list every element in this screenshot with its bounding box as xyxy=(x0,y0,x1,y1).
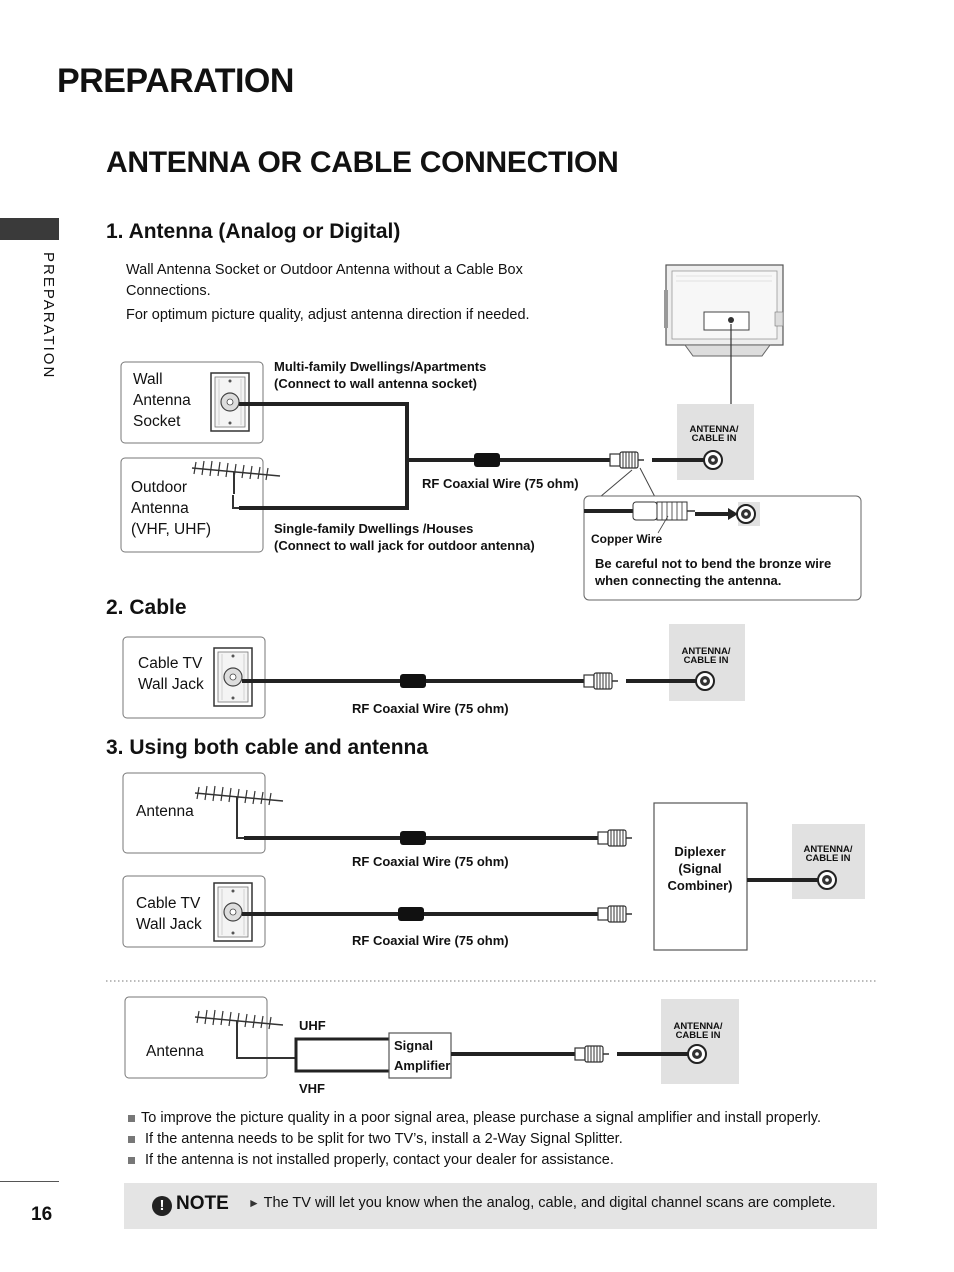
tips-list: To improve the picture quality in a poor… xyxy=(128,1108,821,1171)
section3-cable-label-2: Wall Jack xyxy=(136,916,202,933)
note-label: NOTE xyxy=(176,1193,229,1214)
list-item: If the antenna needs to be split for two… xyxy=(128,1129,821,1150)
section1-jack-label-1: ANTENNA/ xyxy=(689,424,739,435)
wall-socket-label-1: Wall xyxy=(133,371,163,388)
uhf-label: UHF xyxy=(299,1018,326,1033)
list-item: To improve the picture quality in a poor… xyxy=(128,1108,821,1129)
list-item: If the antenna is not installed properly… xyxy=(128,1150,821,1171)
bullet-icon xyxy=(128,1114,135,1122)
amplifier-antenna-label: Antenna xyxy=(146,1043,204,1060)
side-tab-label: PREPARATION xyxy=(40,252,57,380)
page-number-rule xyxy=(0,1181,59,1182)
outdoor-label-1: Outdoor xyxy=(131,479,188,496)
chapter-title: PREPARATION xyxy=(57,62,294,100)
section1-heading: 1. Antenna (Analog or Digital) xyxy=(106,220,401,243)
vhf-label: VHF xyxy=(299,1081,325,1096)
diplexer-label-1: Diplexer xyxy=(674,844,726,859)
section3-antenna-label: Antenna xyxy=(136,803,194,820)
section3-jack-label-2: CABLE IN xyxy=(805,853,851,864)
diplexer-label-3: Combiner) xyxy=(667,878,733,893)
note-text: ► The TV will let you know when the anal… xyxy=(248,1195,836,1211)
section3-wire-label-2: RF Coaxial Wire (75 ohm) xyxy=(352,933,509,948)
section1-jack-label-2: CABLE IN xyxy=(691,433,737,444)
caution-line-1: Be careful not to bend the bronze wire xyxy=(595,556,832,571)
section1-wire-label: RF Coaxial Wire (75 ohm) xyxy=(422,476,579,491)
side-tab-marker xyxy=(0,218,59,240)
multi-family-note: (Connect to wall antenna socket) xyxy=(274,376,477,391)
cable-jack-label-2: Wall Jack xyxy=(138,676,204,693)
caution-line-2: when connecting the antenna. xyxy=(595,573,782,588)
alert-icon: ! xyxy=(152,1196,172,1216)
amplifier-label-2: Amplifier xyxy=(394,1058,451,1073)
diplexer-label-2: (Signal xyxy=(678,861,722,876)
section3-wire-label-1: RF Coaxial Wire (75 ohm) xyxy=(352,854,509,869)
bullet-icon xyxy=(128,1156,135,1164)
bullet-icon xyxy=(128,1135,135,1143)
section2-wire-label: RF Coaxial Wire (75 ohm) xyxy=(352,701,509,716)
page-title: ANTENNA OR CABLE CONNECTION xyxy=(106,146,619,179)
section2-jack-label-1: ANTENNA/ xyxy=(681,646,731,657)
multi-family-label: Multi-family Dwellings/Apartments xyxy=(274,359,487,374)
single-family-note: (Connect to wall jack for outdoor antenn… xyxy=(274,538,535,553)
wall-socket-label-2: Antenna xyxy=(133,392,191,409)
copper-wire-label: Copper Wire xyxy=(591,532,663,546)
amplifier-jack-label-1: ANTENNA/ xyxy=(673,1021,723,1032)
section3-heading: 3. Using both cable and antenna xyxy=(106,736,429,759)
antenna-cable-in-jack xyxy=(703,450,723,470)
wall-socket-label-3: Socket xyxy=(133,413,181,430)
section3-jack-label-1: ANTENNA/ xyxy=(803,844,853,855)
section1-intro-2: For optimum picture quality, adjust ante… xyxy=(126,307,530,323)
outdoor-label-3: (VHF, UHF) xyxy=(131,521,212,538)
tv-back-illustration xyxy=(664,264,784,357)
amplifier-jack-label-2: CABLE IN xyxy=(675,1030,721,1041)
cable-jack-label-1: Cable TV xyxy=(138,655,203,672)
amplifier-label-1: Signal xyxy=(394,1038,434,1053)
outdoor-label-2: Antenna xyxy=(131,500,189,517)
section2-jack-label-2: CABLE IN xyxy=(683,655,729,666)
signal-amplifier-box xyxy=(388,1032,452,1079)
section2-heading: 2. Cable xyxy=(106,596,187,619)
single-family-label: Single-family Dwellings /Houses xyxy=(274,521,474,536)
page-number: 16 xyxy=(31,1204,53,1225)
diplexer-box xyxy=(653,802,748,951)
arrow-right-icon: ► xyxy=(248,1196,260,1210)
section3-cable-label-1: Cable TV xyxy=(136,895,201,912)
cable-wall-jack-illustration xyxy=(213,647,253,707)
note-bar xyxy=(124,1183,877,1229)
section1-intro-1: Wall Antenna Socket or Outdoor Antenna w… xyxy=(126,262,523,299)
